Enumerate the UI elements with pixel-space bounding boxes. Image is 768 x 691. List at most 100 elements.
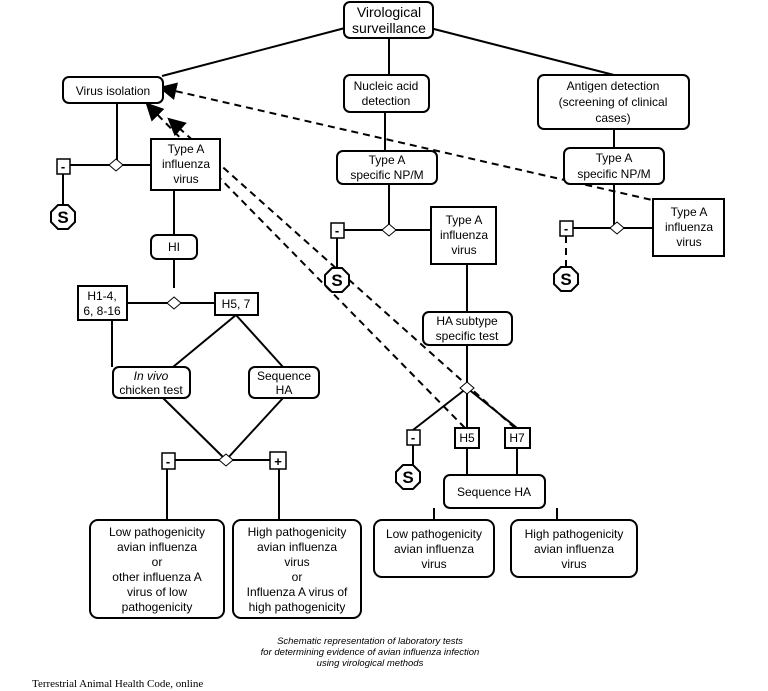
decision-diamond: [459, 381, 475, 395]
node-label: virus: [173, 172, 198, 186]
svg-text:S: S: [560, 270, 571, 289]
node-label: Low pathogenicity: [109, 525, 205, 539]
caption-line: Schematic representation of laboratory t…: [277, 636, 463, 647]
svg-text:-: -: [411, 430, 415, 445]
node-label: chicken test: [119, 383, 183, 397]
decision-diamond: [108, 158, 124, 172]
node-label: (screening of clinical: [559, 95, 668, 109]
node-label: H5: [459, 431, 475, 445]
node-h5-7: H5, 7: [214, 292, 259, 316]
svg-text:S: S: [402, 468, 413, 487]
diagram-caption: Schematic representation of laboratory t…: [200, 636, 540, 669]
node-label: High pathogenicity: [248, 525, 347, 539]
decision-diamonds: [108, 158, 625, 467]
decision-diamond: [381, 223, 397, 237]
node-label: Influenza A virus of: [247, 585, 348, 599]
node-label: specific NP/M: [350, 168, 423, 182]
node-type-a-influenza-virus-left: Type A influenza virus: [150, 138, 221, 191]
node-label: virus: [284, 555, 309, 569]
node-label: HA subtype: [436, 314, 498, 328]
stop-octagon: S: [50, 204, 76, 230]
node-label: influenza: [440, 228, 488, 242]
node-label: Sequence HA: [457, 485, 531, 499]
svg-text:S: S: [331, 271, 342, 290]
node-label: HA: [276, 383, 293, 397]
node-antigen-detection: Antigen detection (screening of clinical…: [537, 74, 690, 130]
node-type-a-influenza-virus-right: Type A influenza virus: [652, 198, 725, 257]
node-label: specific test: [436, 329, 499, 343]
decision-diamond: [218, 453, 234, 467]
svg-text:-: -: [61, 159, 65, 174]
node-nucleic-acid-detection: Nucleic acid detection: [343, 74, 430, 113]
node-label: virus: [561, 557, 586, 571]
node-label: influenza: [665, 220, 713, 234]
node-label: cases): [595, 111, 630, 125]
node-type-a-specific-np-m-mid: Type A specific NP/M: [336, 150, 438, 185]
node-label: virus: [421, 557, 446, 571]
node-label: Virus isolation: [76, 84, 150, 98]
negative-sign: -: [161, 452, 176, 470]
node-label: In vivo: [134, 369, 169, 383]
node-label: avian influenza: [117, 540, 197, 554]
node-label: virus of low: [127, 585, 187, 599]
caption-line: for determining evidence of avian influe…: [260, 647, 480, 658]
node-label: avian influenza: [394, 542, 474, 556]
node-hi: HI: [150, 234, 198, 260]
svg-text:+: +: [274, 454, 282, 469]
connector-lines: [62, 27, 675, 520]
source-credit: Terrestrial Animal Health Code, online: [32, 678, 204, 690]
stop-octagon: S: [324, 267, 350, 293]
node-virus-isolation: Virus isolation: [62, 76, 164, 104]
stop-octagon: S: [553, 266, 579, 292]
svg-text:-: -: [166, 454, 170, 469]
node-low-pathogenicity-mid: Low pathogenicity avian influenza virus: [373, 519, 495, 578]
node-label: avian influenza: [534, 542, 614, 556]
node-label: Type A: [596, 151, 633, 165]
decision-diamond: [609, 221, 625, 235]
node-label: influenza: [162, 157, 210, 171]
node-label: pathogenicity: [122, 600, 193, 614]
node-label: Antigen detection: [567, 79, 660, 93]
node-type-a-influenza-virus-mid: Type A influenza virus: [430, 206, 497, 265]
node-sequence-ha-left: Sequence HA: [248, 366, 320, 399]
svg-text:S: S: [57, 208, 68, 227]
negative-sign: -: [559, 220, 574, 237]
node-label: specific NP/M: [577, 167, 650, 181]
svg-text:-: -: [564, 221, 568, 236]
node-label: virus: [676, 235, 701, 249]
node-type-a-specific-np-m-right: Type A specific NP/M: [563, 147, 665, 185]
positive-sign: +: [269, 451, 287, 470]
node-label: HI: [168, 240, 180, 254]
node-high-pathogenicity-left: High pathogenicity avian influenza virus…: [232, 519, 362, 619]
node-label: Nucleic acid: [354, 79, 419, 93]
node-low-pathogenicity-left: Low pathogenicity avian influenza or oth…: [89, 519, 225, 619]
node-ha-subtype-specific-test: HA subtype specific test: [422, 311, 513, 346]
svg-text:-: -: [335, 223, 339, 238]
node-label: Type A: [369, 153, 406, 167]
node-label: Type A: [671, 205, 708, 219]
node-h1-4-6-8-16: H1-4, 6, 8-16: [77, 285, 128, 321]
node-label: virus: [451, 243, 476, 257]
node-label: Type A: [168, 142, 205, 156]
node-virological-surveillance: Virological surveillance: [343, 1, 434, 39]
node-label: avian influenza: [257, 540, 337, 554]
node-label: or: [152, 555, 163, 569]
negative-sign: -: [330, 222, 345, 239]
node-label: detection: [362, 94, 411, 108]
node-label: Low pathogenicity: [386, 527, 482, 541]
node-high-pathogenicity-mid: High pathogenicity avian influenza virus: [510, 519, 638, 578]
decision-diamond: [166, 296, 182, 310]
stop-octagon: S: [395, 464, 421, 490]
node-label: high pathogenicity: [249, 600, 346, 614]
node-label: 6, 8-16: [83, 304, 121, 318]
node-label: Type A: [446, 213, 483, 227]
node-label: High pathogenicity: [525, 527, 624, 541]
negative-sign: -: [56, 158, 71, 175]
negative-sign: -: [406, 429, 421, 446]
caption-line: using virological methods: [316, 658, 424, 669]
node-in-vivo-chicken-test: In vivo chicken test: [112, 366, 191, 399]
node-label: H1-4,: [87, 289, 116, 303]
node-label: Virological: [357, 4, 421, 20]
node-h7: H7: [504, 427, 531, 449]
node-sequence-ha-mid: Sequence HA: [443, 474, 546, 509]
